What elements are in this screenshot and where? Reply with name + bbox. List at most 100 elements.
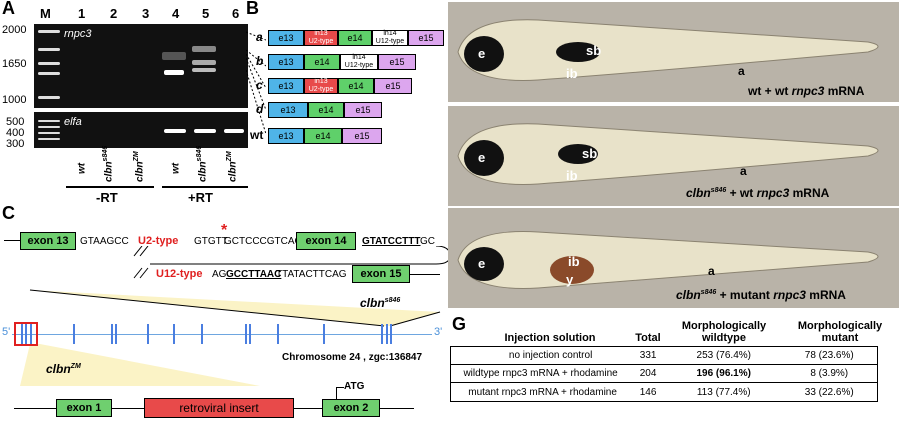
- table-row: wildtype rnpc3 mRNA + rhodamine 204 196 …: [451, 365, 877, 383]
- allele-label-s846: clbns846: [360, 296, 401, 310]
- transcript-tag: b: [256, 54, 264, 68]
- seq-text: GTGTT: [194, 236, 228, 247]
- exon-box: e13: [268, 78, 304, 94]
- sample-label: clbnZM: [226, 151, 239, 182]
- group-label-plus-rt: +RT: [188, 190, 213, 205]
- zoom-box: [14, 322, 38, 346]
- sample-label: wt: [170, 162, 182, 174]
- marker-label: 2000: [2, 24, 27, 36]
- exon-box: e15: [342, 128, 382, 144]
- seq-text: GCCTTAAC: [226, 269, 282, 280]
- seq-text: GTAAGCC: [80, 236, 129, 247]
- intron-box: in13 U2-type: [304, 78, 338, 94]
- fish-label-sb: sb: [586, 43, 602, 58]
- five-prime-label: 5': [2, 326, 11, 338]
- marker-label: 1000: [2, 94, 27, 106]
- sample-label: clbns846: [196, 145, 209, 182]
- lane-label: 6: [232, 6, 240, 21]
- panel-label-a: A: [2, 0, 15, 18]
- lane-label: 2: [110, 6, 118, 21]
- exon-box: e13: [268, 30, 304, 46]
- fish-image-d: e sb ib a wt + wt rnpc3 mRNA: [448, 2, 899, 102]
- panel-label-b: B: [246, 0, 259, 18]
- panel-label-c: C: [2, 203, 15, 223]
- chromosome-line: [12, 334, 432, 335]
- atg-label: ATG: [344, 381, 365, 392]
- sample-label: wt: [76, 162, 88, 174]
- exon2-box: exon 2: [322, 399, 380, 417]
- intron-box: in14 U12-type: [372, 30, 408, 46]
- gel-connector-lines: [246, 31, 266, 135]
- exon-box: e13: [268, 102, 308, 118]
- seq-text: AG: [212, 269, 227, 280]
- exon-box: e14: [338, 30, 372, 46]
- transcript-tag: wt: [250, 128, 264, 142]
- fish-label-a: a: [738, 64, 745, 78]
- exon1-box: exon 1: [56, 399, 112, 417]
- exon-box: e13: [268, 128, 304, 144]
- exon-box: e15: [378, 54, 416, 70]
- marker-label: 1650: [2, 58, 27, 70]
- intron-box: in14 U12-type: [340, 54, 378, 70]
- marker-label: 300: [6, 138, 25, 150]
- seq-text: GTATCCTTT: [362, 236, 421, 247]
- results-table: Injection solution Total Morphologically…: [450, 314, 898, 402]
- group-line-right: [162, 186, 248, 188]
- marker-label: 400: [6, 127, 25, 139]
- u2-label: U2-type: [138, 235, 179, 247]
- intron-box: in13 U2-type: [304, 30, 338, 46]
- fish-label-sb: sb: [582, 146, 598, 161]
- retroviral-insert-box: retroviral insert: [144, 398, 294, 418]
- exon-box: e15: [374, 78, 412, 94]
- table-row: no injection control 331 253 (76.4%) 78 …: [451, 347, 877, 365]
- seq-text: GCTCCCGTCAG: [224, 236, 303, 247]
- seq-text: TTATACTTCAG: [276, 269, 347, 280]
- fish-image-f: e ib y a clbns846 + mutant rnpc3 mRNA: [448, 208, 899, 308]
- fish-label-ib: ib: [568, 254, 580, 269]
- lane-label: 5: [202, 6, 210, 21]
- sample-label: clbnZM: [133, 151, 146, 182]
- fish-label-ib: ib: [566, 66, 578, 81]
- sample-label: clbns846: [102, 145, 115, 182]
- marker-label: 500: [6, 116, 25, 128]
- group-line-left: [66, 186, 154, 188]
- exon15-box: exon 15: [352, 265, 410, 283]
- exon13-box: exon 13: [20, 232, 76, 250]
- table-header: Morphologically wildtype: [681, 320, 767, 344]
- fish-label-ib: ib: [566, 168, 578, 183]
- lane-label: 1: [78, 6, 86, 21]
- exon-box: e13: [268, 54, 304, 70]
- allele-label-zm: clbnZM: [46, 362, 81, 376]
- gel-bottom: elfa: [34, 112, 248, 148]
- table-header: Injection solution: [504, 332, 596, 344]
- exon-box: e15: [408, 30, 444, 46]
- fish-caption-e: clbns846 + wt rnpc3 mRNA: [686, 186, 830, 200]
- gel-top: rnpc3: [34, 24, 248, 108]
- seq-text: GC: [420, 236, 435, 247]
- fish-label-e: e: [478, 256, 486, 271]
- mutation-star: *: [221, 222, 228, 239]
- fish-caption-f: clbns846 + mutant rnpc3 mRNA: [676, 288, 846, 302]
- exon14-box: exon 14: [296, 232, 356, 250]
- table-row: mutant rnpc3 mRNA + rhodamine 146 113 (7…: [468, 386, 854, 398]
- exon-box: e14: [304, 54, 340, 70]
- gene-label-top: rnpc3: [64, 28, 92, 40]
- fish-label-a: a: [708, 264, 715, 278]
- table-header: Morphologically mutant: [797, 320, 883, 344]
- exon-ticks: [21, 324, 392, 344]
- fish-caption-d: wt + wt rnpc3 mRNA: [748, 84, 865, 98]
- fish-label-e: e: [478, 150, 486, 165]
- exon-box: e15: [344, 102, 382, 118]
- u12-label: U12-type: [156, 268, 203, 280]
- lane-label: 4: [172, 6, 180, 21]
- gene-label-bottom: elfa: [64, 116, 82, 128]
- lane-label: M: [40, 6, 51, 21]
- transcript-tag: a: [256, 30, 263, 44]
- exon-box: e14: [338, 78, 374, 94]
- fish-label-e: e: [478, 46, 486, 61]
- three-prime-label: 3': [434, 326, 443, 338]
- panel-label-g: G: [452, 314, 467, 334]
- exon-box: e14: [304, 128, 342, 144]
- transcript-tag: d: [256, 102, 264, 116]
- lane-label: 3: [142, 6, 150, 21]
